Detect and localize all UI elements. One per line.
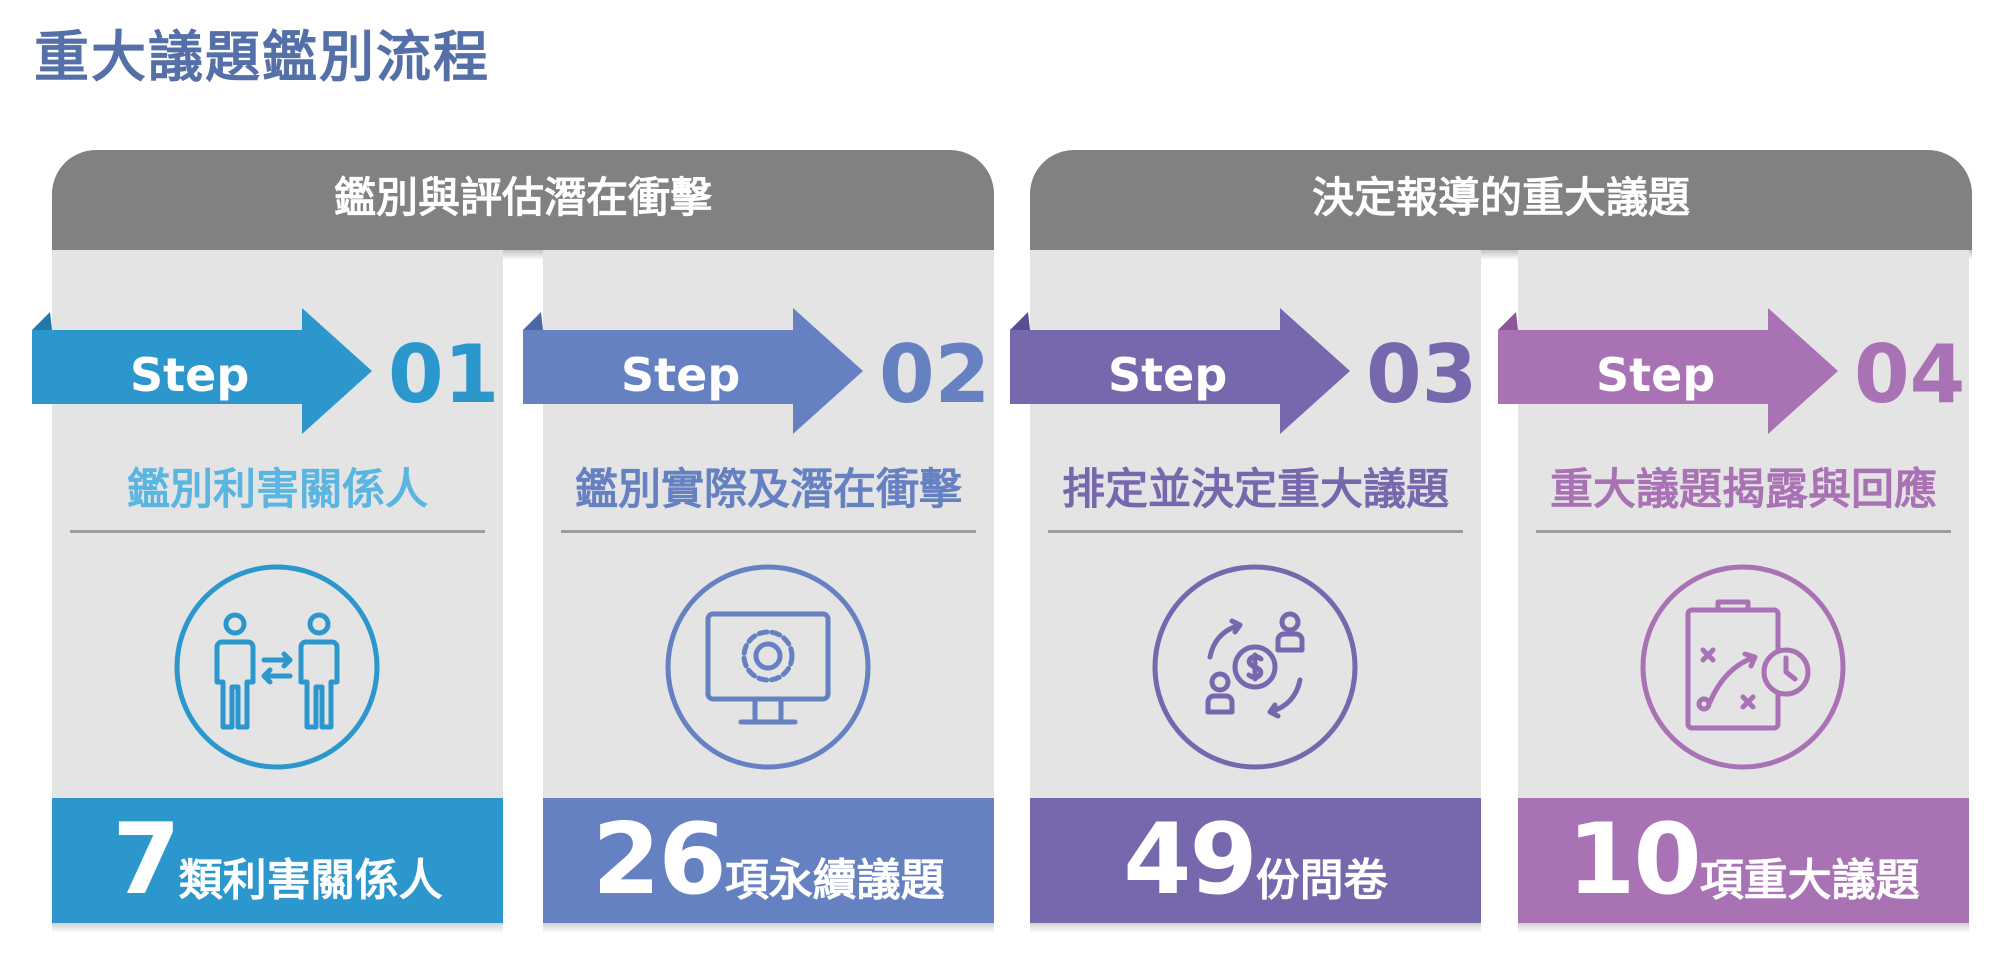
- monitor-gear-icon: [665, 564, 871, 770]
- metric-value: 7: [112, 803, 180, 917]
- divider: [70, 530, 485, 533]
- metric-box: 49份問卷: [1030, 798, 1481, 933]
- divider: [1048, 530, 1463, 533]
- step-arrow: [523, 308, 863, 434]
- phase-label: 鑑別與評估潛在衝擊: [333, 173, 712, 222]
- step-number: 01: [388, 328, 500, 421]
- metric-value: 26: [592, 803, 726, 917]
- step-label: Step: [1596, 348, 1716, 402]
- step-label: Step: [621, 348, 741, 402]
- metric-box: 10項重大議題: [1518, 798, 1969, 933]
- step-label: Step: [130, 348, 250, 402]
- phase-header-2: 決定報導的重大議題: [1030, 150, 1972, 260]
- step-arrow: [1498, 308, 1838, 434]
- step-column-2: Step 02 鑑別實際及潛在衝擊 26項永續議題: [523, 250, 994, 933]
- step-column-1: Step 01 鑑別利害關係人 7類利害關係人: [32, 250, 503, 933]
- step-name: 重大議題揭露與回應: [1550, 465, 1937, 515]
- money-cycle-icon: [1152, 564, 1358, 770]
- divider: [1536, 530, 1951, 533]
- metric-value: 10: [1567, 803, 1701, 917]
- step-column-3: Step 03 排定並決定重大議題 49份問卷: [1010, 250, 1481, 933]
- step-label: Step: [1108, 348, 1228, 402]
- metric-unit: 項永續議題: [724, 855, 945, 906]
- phase-label: 決定報導的重大議題: [1311, 173, 1690, 222]
- metric-box: 26項永續議題: [543, 798, 994, 933]
- step-arrow: [1010, 308, 1350, 434]
- step-arrow: [32, 308, 372, 434]
- step-name: 鑑別利害關係人: [127, 465, 428, 515]
- metric-box: 7類利害關係人: [52, 798, 503, 933]
- divider: [561, 530, 976, 533]
- people-exchange-icon: [174, 564, 380, 770]
- strategy-clipboard-icon: [1640, 564, 1846, 770]
- step-name: 鑑別實際及潛在衝擊: [575, 465, 962, 515]
- page-title: 重大議題鑑別流程: [34, 25, 491, 89]
- metric-value: 49: [1123, 803, 1257, 917]
- phase-header-1: 鑑別與評估潛在衝擊: [52, 150, 994, 260]
- step-number: 04: [1854, 328, 1966, 421]
- step-number: 03: [1366, 328, 1478, 421]
- step-column-4: Step 04 重大議題揭露與回應 10項重大議題: [1498, 250, 1969, 933]
- step-number: 02: [879, 328, 991, 421]
- metric-unit: 類利害關係人: [178, 855, 443, 906]
- metric-unit: 份問卷: [1255, 855, 1388, 906]
- step-name: 排定並決定重大議題: [1062, 465, 1449, 515]
- metric-unit: 項重大議題: [1699, 855, 1920, 906]
